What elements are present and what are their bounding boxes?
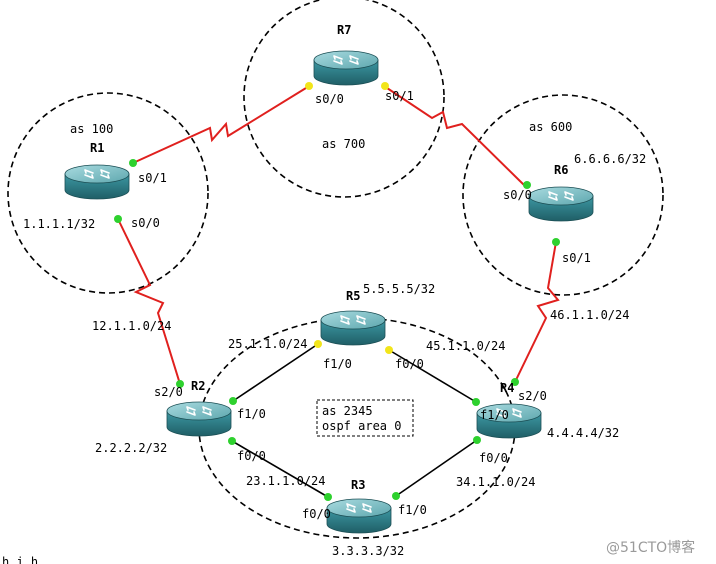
footer-fragment: h i h — [2, 555, 38, 564]
router-labels: R7 R1 R6 R5 R2 R4 R3 — [90, 23, 568, 492]
iface-r4-f00: f0/0 — [479, 451, 508, 465]
as100-boundary — [7, 92, 209, 294]
link-r1-r7 — [132, 87, 307, 164]
iface-r5-f00: f0/0 — [395, 357, 424, 371]
iface-r3-f10: f1/0 — [398, 503, 427, 517]
port-r1-s00 — [114, 215, 122, 223]
watermark: @51CTO博客 — [606, 539, 695, 556]
port-r3-f00 — [324, 493, 332, 501]
port-r2-f10 — [229, 397, 237, 405]
loopback-r4: 4.4.4.4/32 — [547, 426, 619, 440]
link-r6-r4 — [514, 241, 560, 383]
link-r5-r4 — [388, 349, 477, 403]
as100-label: as 100 — [70, 122, 113, 136]
as600-label: as 600 — [529, 120, 572, 134]
router-r6[interactable] — [528, 186, 594, 222]
router-r7[interactable] — [313, 50, 379, 86]
loopback-r5: 5.5.5.5/32 — [363, 282, 435, 296]
subnet-r2-r3: 23.1.1.0/24 — [246, 474, 325, 488]
port-r2-f00 — [228, 437, 236, 445]
loopback-r2: 2.2.2.2/32 — [95, 441, 167, 455]
link-r3-r4 — [395, 439, 478, 497]
iface-r2-f10: f1/0 — [237, 407, 266, 421]
as600-boundary — [462, 94, 664, 296]
link-r1-r2 — [117, 218, 181, 385]
link-r7-r6 — [386, 87, 525, 186]
router-label-r1: R1 — [90, 141, 104, 155]
subnet-r2-r5: 25.1.1.0/24 — [228, 337, 307, 351]
port-r5-f00 — [385, 346, 393, 354]
port-r5-f10 — [314, 340, 322, 348]
loopback-r3: 3.3.3.3/32 — [332, 544, 404, 558]
subnet-r4-r6: 46.1.1.0/24 — [550, 308, 629, 322]
port-r1-s01 — [129, 159, 137, 167]
port-r2-s20 — [176, 380, 184, 388]
as2345-label-box — [316, 399, 414, 437]
loopback-r6: 6.6.6.6/32 — [574, 152, 646, 166]
port-r6-s00 — [523, 181, 531, 189]
port-indicators — [114, 82, 560, 501]
iface-r2-f00: f0/0 — [237, 449, 266, 463]
router-label-r6: R6 — [554, 163, 568, 177]
port-r6-s01 — [552, 238, 560, 246]
subnet-r1-r2: 12.1.1.0/24 — [92, 319, 171, 333]
port-r4-f10 — [472, 398, 480, 406]
as700-boundary — [243, 0, 445, 198]
ospf-area-label: ospf area 0 — [322, 419, 401, 433]
link-r2-r5 — [232, 343, 319, 402]
iface-r2-s20: s2/0 — [154, 385, 183, 399]
router-r1[interactable] — [64, 164, 130, 200]
router-label-r3: R3 — [351, 478, 365, 492]
iface-r3-f00: f0/0 — [302, 507, 331, 521]
loopback-r1: 1.1.1.1/32 — [23, 217, 95, 231]
router-label-r5: R5 — [346, 289, 360, 303]
subnet-r4-r5: 45.1.1.0/24 — [426, 339, 505, 353]
router-r5[interactable] — [320, 310, 386, 346]
iface-r6-s01: s0/1 — [562, 251, 591, 265]
iface-r7-s01: s0/1 — [385, 89, 414, 103]
subnet-r3-r4: 34.1.1.0/24 — [456, 475, 535, 489]
iface-r1-s00: s0/0 — [131, 216, 160, 230]
router-label-r4: R4 — [500, 381, 514, 395]
iface-r5-f10: f1/0 — [323, 357, 352, 371]
iface-r7-s00: s0/0 — [315, 92, 344, 106]
port-r4-s20 — [511, 378, 519, 386]
port-r3-f10 — [392, 492, 400, 500]
router-label-r7: R7 — [337, 23, 351, 37]
port-r7-s01 — [381, 82, 389, 90]
link-r2-r3 — [231, 440, 329, 498]
router-r2[interactable] — [166, 401, 232, 437]
iface-r4-f10: f1/0 — [480, 408, 509, 422]
iface-r4-s20: s2/0 — [518, 389, 547, 403]
router-label-r2: R2 — [191, 379, 205, 393]
router-r3[interactable] — [326, 498, 392, 534]
iface-r1-s01: s0/1 — [138, 171, 167, 185]
serial-links — [117, 87, 560, 385]
port-r4-f00 — [473, 436, 481, 444]
port-r7-s00 — [305, 82, 313, 90]
as2345-label: as 2345 — [322, 404, 373, 418]
ethernet-links — [231, 343, 478, 498]
as700-label: as 700 — [322, 137, 365, 151]
iface-r6-s00: s0/0 — [503, 188, 532, 202]
